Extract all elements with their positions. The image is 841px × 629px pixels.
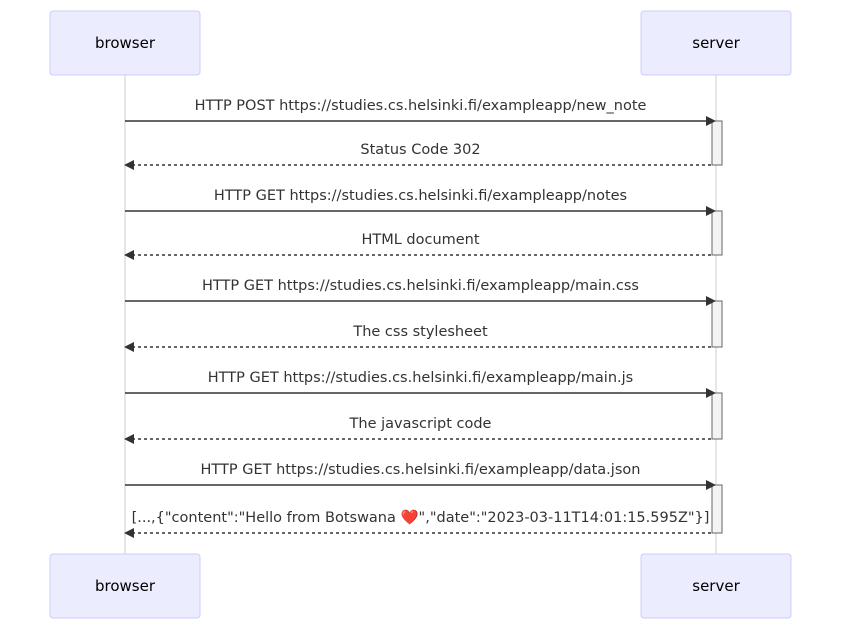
message-9: HTTP GET https://studies.cs.helsinki.fi/… <box>125 462 716 490</box>
message-label: HTTP POST https://studies.cs.helsinki.fi… <box>195 98 647 114</box>
message-label: HTTP GET https://studies.cs.helsinki.fi/… <box>214 188 627 204</box>
message-5: HTTP GET https://studies.cs.helsinki.fi/… <box>125 278 716 306</box>
actor-label: server <box>692 34 740 52</box>
activations <box>711 120 723 534</box>
arrowhead <box>706 206 716 216</box>
actor-box <box>640 553 792 619</box>
arrowhead <box>124 342 134 352</box>
message-7: HTTP GET https://studies.cs.helsinki.fi/… <box>125 370 716 398</box>
activation-bar <box>711 392 723 440</box>
arrowhead <box>124 528 134 538</box>
message-10: [...,{"content":"Hello from Botswana ❤️"… <box>124 509 711 538</box>
message-label: HTTP GET https://studies.cs.helsinki.fi/… <box>208 370 633 386</box>
arrowhead <box>706 296 716 306</box>
activation-bar <box>711 484 723 534</box>
message-label: HTML document <box>361 232 479 248</box>
message-label: The css stylesheet <box>352 324 488 340</box>
arrowhead <box>124 250 134 260</box>
message-label: Status Code 302 <box>360 142 480 158</box>
message-4: HTML document <box>124 232 711 260</box>
actors: browser browser server server <box>49 10 792 619</box>
message-3: HTTP GET https://studies.cs.helsinki.fi/… <box>125 188 716 216</box>
actor-browser-bottom: browser <box>49 553 201 619</box>
actor-browser-top: browser <box>49 10 201 76</box>
actor-box <box>640 10 792 76</box>
activation-bar <box>711 210 723 256</box>
arrowhead <box>124 434 134 444</box>
message-label: HTTP GET https://studies.cs.helsinki.fi/… <box>202 278 639 294</box>
actor-server-top: server <box>640 10 792 76</box>
arrowhead <box>706 480 716 490</box>
message-1: HTTP POST https://studies.cs.helsinki.fi… <box>125 98 716 126</box>
actor-box <box>49 553 201 619</box>
message-6: The css stylesheet <box>124 324 711 352</box>
actor-box <box>49 10 201 76</box>
arrowhead <box>124 160 134 170</box>
activation-bar <box>711 120 723 166</box>
actor-label: browser <box>95 577 156 595</box>
actor-label: server <box>692 577 740 595</box>
activation-bar <box>711 300 723 348</box>
message-label: [...,{"content":"Hello from Botswana ❤️"… <box>132 509 710 526</box>
messages: HTTP POST https://studies.cs.helsinki.fi… <box>124 98 716 538</box>
actor-label: browser <box>95 34 156 52</box>
arrowhead <box>706 388 716 398</box>
message-2: Status Code 302 <box>124 142 711 170</box>
actor-server-bottom: server <box>640 553 792 619</box>
message-8: The javascript code <box>124 416 711 444</box>
arrowhead <box>706 116 716 126</box>
message-label: The javascript code <box>349 416 492 432</box>
message-label: HTTP GET https://studies.cs.helsinki.fi/… <box>201 462 641 478</box>
